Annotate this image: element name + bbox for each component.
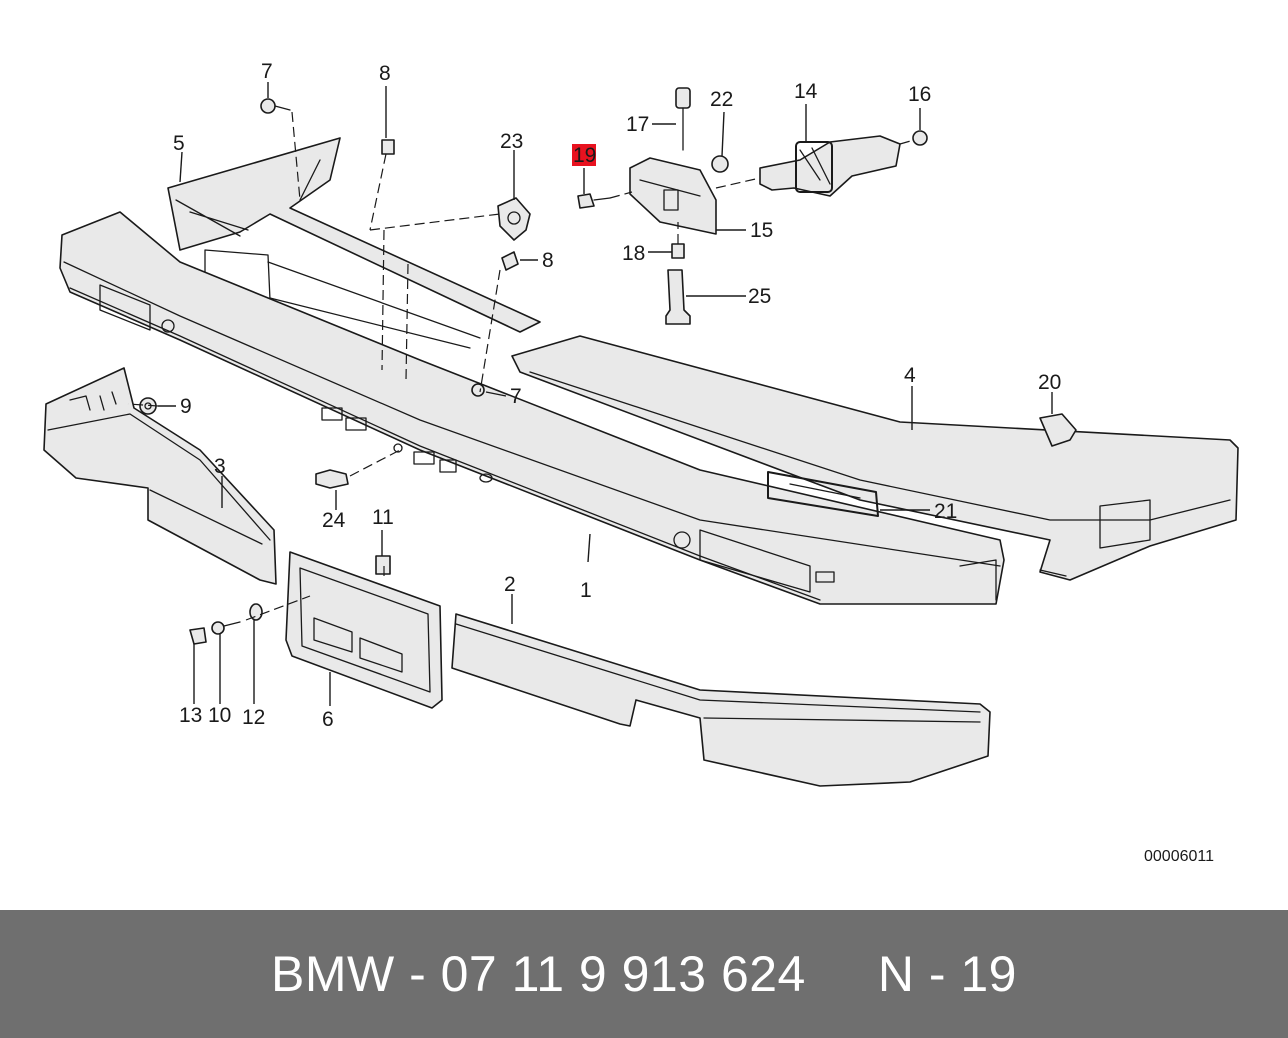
callout-10: 10 — [208, 704, 231, 727]
callout-8-mid: 8 — [542, 249, 554, 272]
callout-20: 20 — [1038, 371, 1061, 394]
assembly-lines — [127, 111, 915, 621]
callout-15: 15 — [750, 219, 773, 242]
leader-lines — [158, 82, 1053, 706]
callout-13: 13 — [179, 704, 202, 727]
callout-14: 14 — [794, 80, 818, 103]
part-2-lower-apron — [451, 613, 991, 787]
callout-17: 17 — [626, 113, 649, 136]
callout-7-mid: 7 — [510, 385, 522, 408]
callout-25: 25 — [748, 285, 771, 308]
parts-diagram: 5 7 8 23 8 7 9 3 1 2 4 20 21 24 11 13 10… — [43, 60, 1239, 865]
callout-2: 2 — [504, 573, 516, 596]
diagram-reference-code: 00006011 — [1144, 848, 1214, 865]
callout-19-highlighted: 19 — [573, 144, 596, 167]
callout-22: 22 — [710, 88, 733, 111]
highlight-marker — [572, 144, 596, 166]
footer-bar: BMW - 07 11 9 913 624 N - 19 — [0, 910, 1288, 1038]
callout-11: 11 — [372, 506, 394, 529]
fasteners — [139, 87, 1077, 645]
callout-16: 16 — [908, 83, 931, 106]
callout-5: 5 — [173, 132, 185, 155]
callout-7-top: 7 — [261, 60, 273, 83]
part-3-left-section — [43, 367, 277, 585]
callout-4: 4 — [904, 364, 916, 387]
callout-labels: 5 7 8 23 8 7 9 3 1 2 4 20 21 24 11 13 10… — [173, 60, 1061, 731]
callout-9: 9 — [180, 395, 192, 418]
part-4-upper-cover — [511, 335, 1239, 581]
callout-18: 18 — [622, 242, 645, 265]
part-6-plate-bracket — [285, 551, 443, 709]
callout-3: 3 — [214, 455, 226, 478]
part-1-front-bumper — [59, 211, 1005, 605]
callout-23: 23 — [500, 130, 523, 153]
part-14-impact-absorber — [759, 135, 901, 197]
part-number-title: BMW - 07 11 9 913 624 N - 19 — [271, 946, 1017, 1002]
callout-12: 12 — [242, 706, 265, 729]
callout-6: 6 — [322, 708, 334, 731]
part-15-mount-bracket — [629, 157, 717, 235]
part-23-bracket — [497, 197, 531, 241]
bumper-exploded-view: 5 7 8 23 8 7 9 3 1 2 4 20 21 24 11 13 10… — [43, 60, 1239, 787]
callout-8-top: 8 — [379, 62, 391, 85]
part-21-bracket — [767, 471, 879, 517]
callout-1: 1 — [580, 579, 592, 602]
callout-24: 24 — [322, 509, 346, 532]
callout-21: 21 — [934, 500, 957, 523]
